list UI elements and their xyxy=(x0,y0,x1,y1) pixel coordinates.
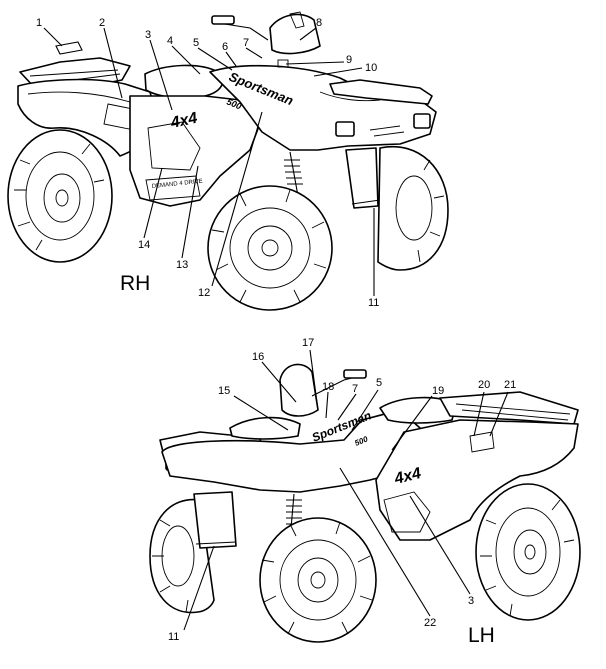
seat xyxy=(144,64,224,99)
headlight-right xyxy=(335,121,355,137)
rack-decal xyxy=(55,41,83,55)
lh-leader-lines xyxy=(183,349,509,631)
callout-lh-21: 21 xyxy=(504,379,516,391)
callout-lh-18: 18 xyxy=(322,381,334,393)
front-wheel-rh xyxy=(207,185,333,311)
4x4-decal-lh: 4x4 xyxy=(392,465,423,488)
callout-lh-5: 5 xyxy=(376,377,382,389)
rh-leader-lines xyxy=(43,27,375,296)
front-fender-lh xyxy=(161,409,421,493)
atv-right-hand-view: DEMAND 4 DRIVE 4x4 Sportsman 500 xyxy=(7,11,449,311)
front-rack xyxy=(329,79,433,105)
demand-drive-decal-text: DEMAND 4 DRIVE xyxy=(152,179,203,190)
4x4-decal-rh: 4x4 xyxy=(168,110,199,132)
engine-cover-lh xyxy=(383,491,431,533)
front-mud-flap-lh xyxy=(193,491,237,549)
front-wheel-far-rh xyxy=(377,145,449,271)
rear-wheel-lh xyxy=(475,483,581,621)
callout-rh-8: 8 xyxy=(316,17,322,29)
callout-lh-17: 17 xyxy=(302,337,314,349)
callout-rh-9: 9 xyxy=(346,54,352,66)
handlebar-grip-lh xyxy=(343,369,367,379)
callout-lh-7: 7 xyxy=(352,383,358,395)
rh-callouts: 1 2 3 4 5 6 7 8 9 10 11 12 13 14 xyxy=(36,17,379,309)
callout-lh-22: 22 xyxy=(424,617,436,629)
engine-cover xyxy=(147,121,201,171)
rear-fender-panel-lh xyxy=(469,431,495,453)
headlight-left xyxy=(413,113,431,129)
rear-fender xyxy=(17,78,159,157)
callout-rh-12: 12 xyxy=(198,287,210,299)
rear-wheel-rh xyxy=(7,129,113,263)
callout-rh-1: 1 xyxy=(36,17,42,29)
headlight-pod xyxy=(269,13,321,55)
callout-rh-5: 5 xyxy=(193,37,199,49)
callout-rh-14: 14 xyxy=(138,239,150,251)
callout-lh-20: 20 xyxy=(478,379,490,391)
front-wheel-lh xyxy=(259,517,377,643)
rear-fender-lh xyxy=(375,419,579,541)
callout-rh-4: 4 xyxy=(167,35,173,47)
front-storage-lh xyxy=(229,416,301,440)
atv-left-hand-view: Sportsman 500 4x4 xyxy=(149,337,581,647)
callout-rh-11: 11 xyxy=(368,297,379,309)
lh-callouts: 16 17 18 15 7 5 19 20 21 11 22 3 xyxy=(168,337,516,643)
front-mud-flap xyxy=(345,147,379,209)
callout-lh-16: 16 xyxy=(252,351,264,363)
handlebar-grip xyxy=(211,15,235,25)
callout-lh-19: 19 xyxy=(432,385,444,397)
callout-lh-15: 15 xyxy=(218,385,230,397)
demand-drive-decal-panel xyxy=(145,175,201,201)
callout-rh-10: 10 xyxy=(365,62,377,74)
callout-rh-3: 3 xyxy=(145,29,151,41)
callout-rh-7: 7 xyxy=(243,37,249,49)
callout-lh-3: 3 xyxy=(468,595,474,607)
callout-rh-6: 6 xyxy=(222,41,228,53)
callout-rh-2: 2 xyxy=(99,17,105,29)
callout-lh-11: 11 xyxy=(168,631,179,643)
lh-view-label: LH xyxy=(468,624,495,647)
callout-rh-13: 13 xyxy=(176,259,188,271)
rh-view-label: RH xyxy=(120,272,150,295)
